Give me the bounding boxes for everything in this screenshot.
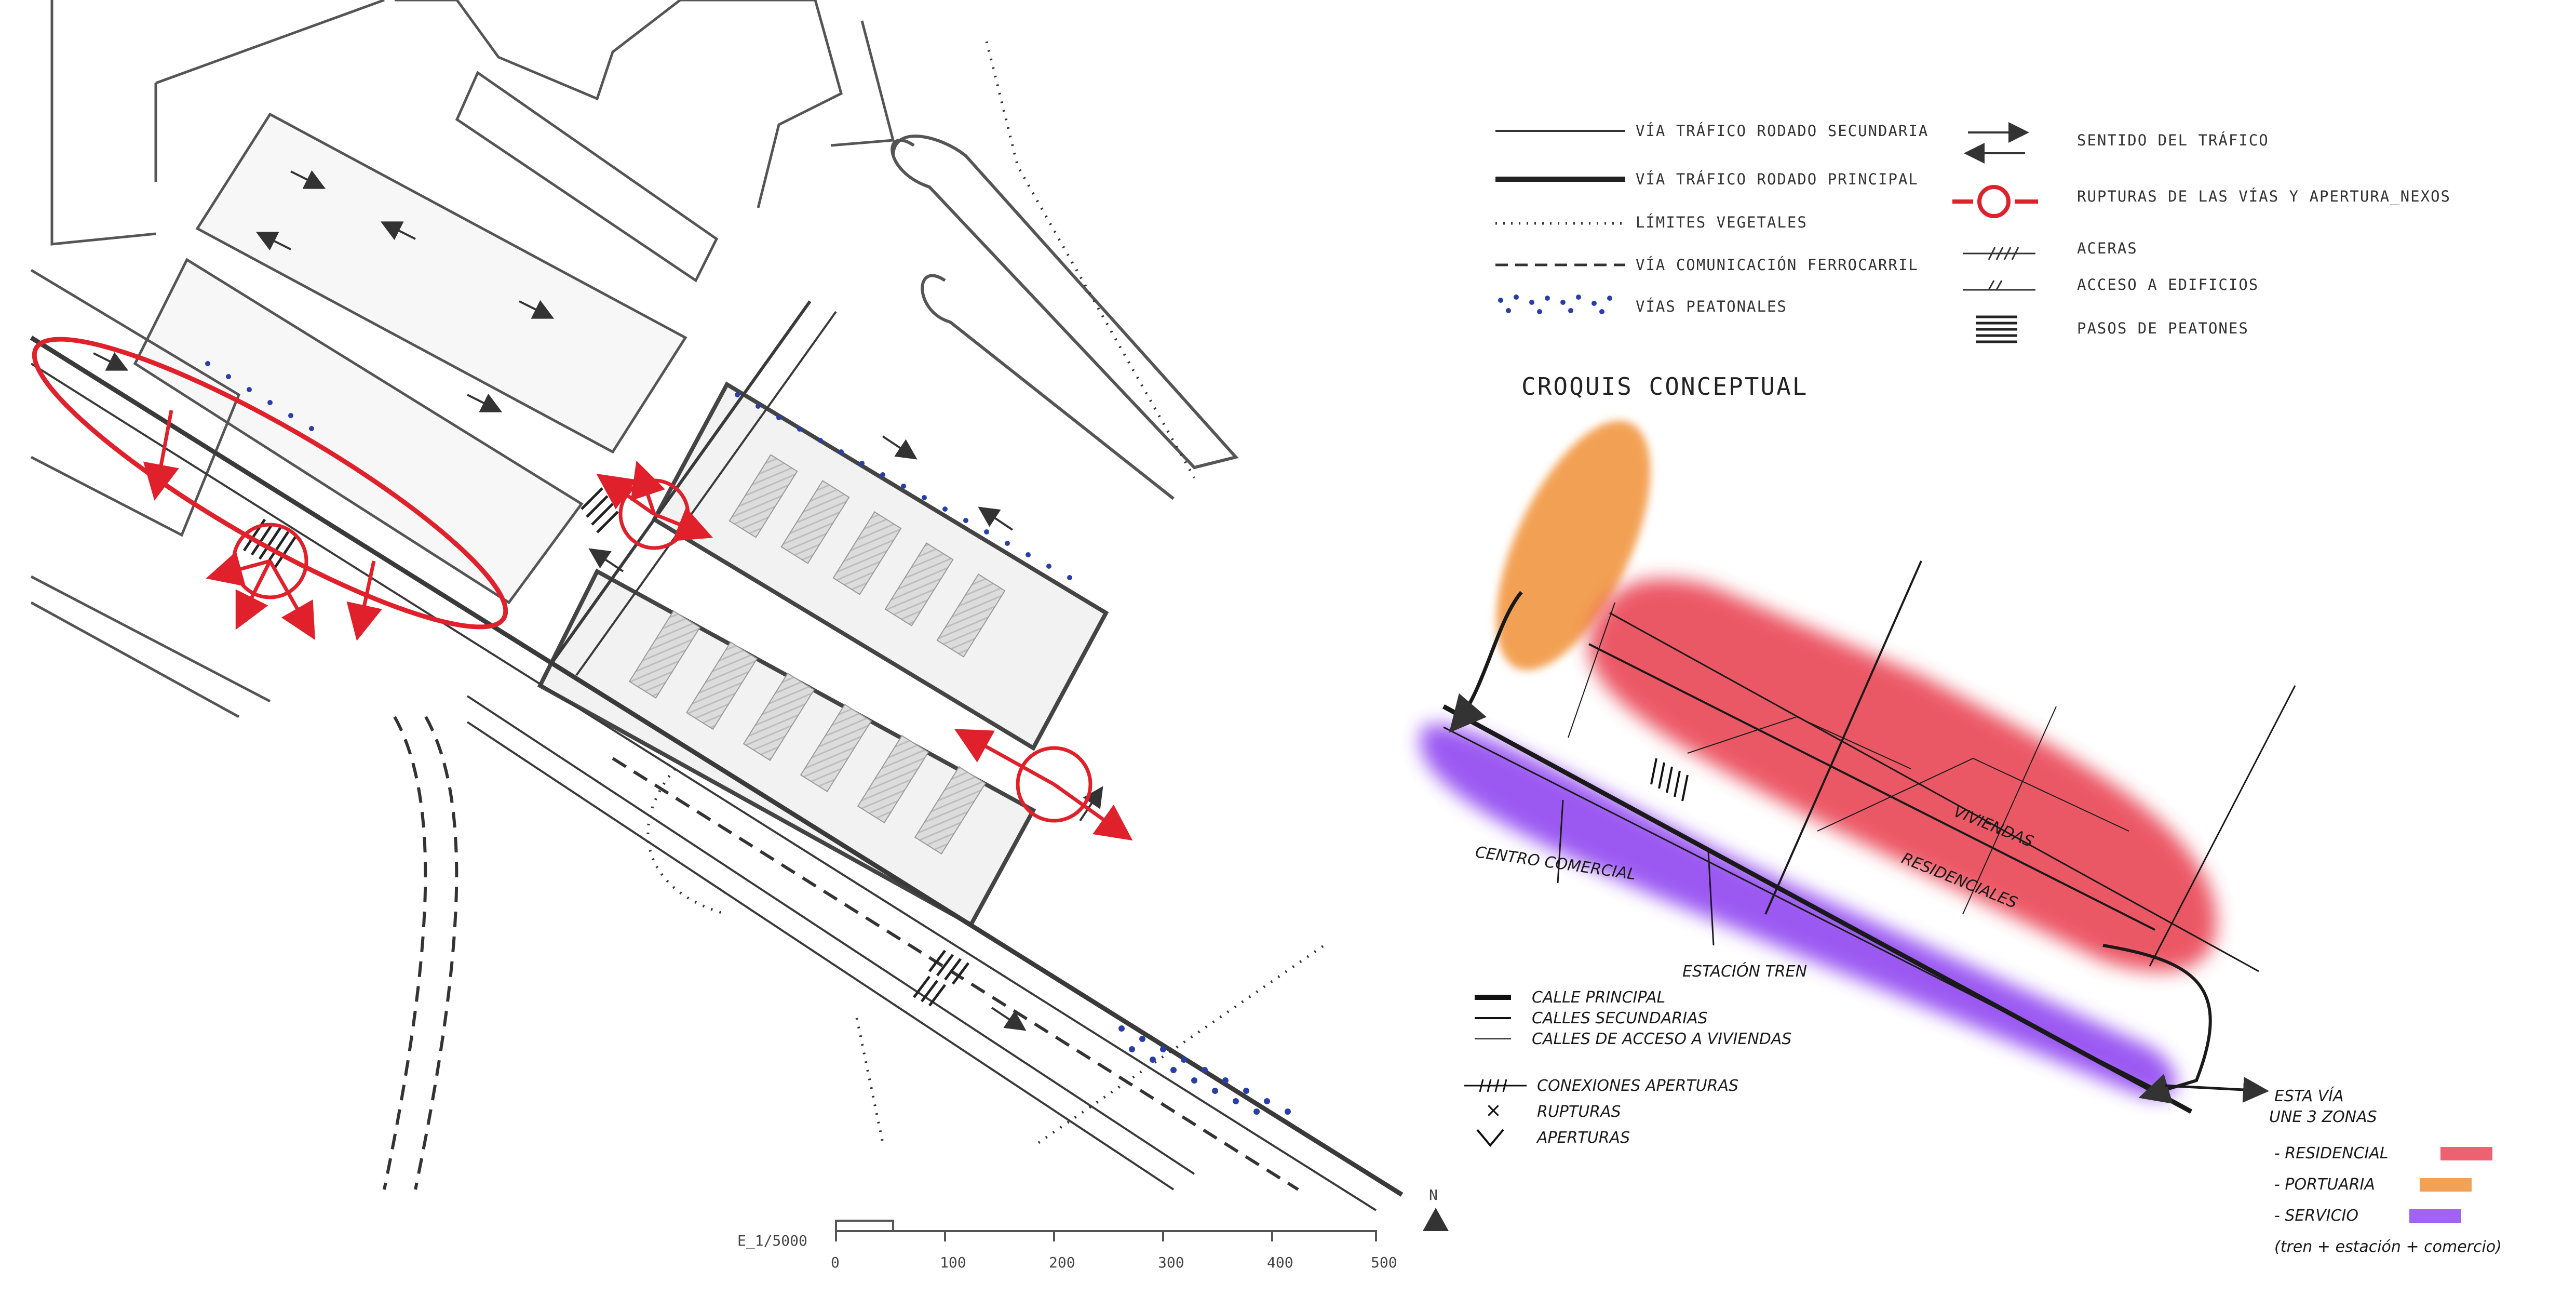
label-estacion-tren: ESTACIÓN TREN xyxy=(1682,961,1807,981)
scale-tick-label: 100 xyxy=(940,1254,966,1271)
curved-access-road-2 xyxy=(921,274,1175,500)
traffic-arrows xyxy=(93,170,1103,1031)
rupture-circle-3 xyxy=(1016,746,1093,823)
legend-item-label: VÍA COMUNICACIÓN FERROCARRIL xyxy=(1636,256,1919,274)
swatch-residencial xyxy=(2440,1147,2492,1160)
sketch-legend-label: RUPTURAS xyxy=(1537,1103,1621,1121)
sketch-legend-symbol xyxy=(1464,1079,1527,1092)
sketch-legend-label: CALLE PRINCIPAL xyxy=(1532,988,1665,1007)
check-mark-icon xyxy=(1476,1129,1504,1147)
zones-note: ESTA VÍA UNE 3 ZONAS - RESIDENCIAL - POR… xyxy=(2269,1087,2502,1256)
map-legend: VÍA TRÁFICO RODADO SECUNDARIA VÍA TRÁFIC… xyxy=(1495,122,2451,343)
scale-tick-label: 200 xyxy=(1049,1254,1075,1271)
swatch-servicio xyxy=(2409,1209,2461,1223)
legend-symbol-crosswalk xyxy=(1976,315,2017,343)
scale-label: E_1/5000 xyxy=(737,1232,807,1250)
rupture-markers xyxy=(32,337,1133,841)
main-roads xyxy=(30,300,1404,1211)
legend-item-label: RUPTURAS DE LAS VÍAS Y APERTURA_NEXOS xyxy=(2077,188,2451,206)
legend-item-label: PASOS DE PEATONES xyxy=(2077,319,2249,337)
scale-tick-label: 300 xyxy=(1158,1254,1184,1271)
scale-ticks: 0 100 200 300 400 500 xyxy=(831,1254,1397,1271)
curved-access-road xyxy=(891,135,1239,470)
sketch-connections xyxy=(1650,758,1689,801)
legend-symbol-blue-dots xyxy=(1498,295,1612,314)
legend-item-label: LÍMITES VEGETALES xyxy=(1636,213,1808,231)
scale-bar: E_1/5000 0 100 200 300 400 500 N xyxy=(737,1186,1449,1271)
legend-item-label: VÍA TRÁFICO RODADO PRINCIPAL xyxy=(1636,170,1919,188)
legend-item-label: ACERAS xyxy=(2077,239,2138,257)
scale-tick-label: 500 xyxy=(1371,1254,1397,1271)
zone-portuaria xyxy=(1496,420,1651,671)
note-zone-portuaria: - PORTUARIA xyxy=(2274,1175,2375,1194)
scale-tick-label: 0 xyxy=(831,1254,840,1271)
residential-blocks xyxy=(537,381,1109,928)
pedestrian-ways xyxy=(205,361,1291,1115)
sketch-legend-label: CALLES SECUNDARIAS xyxy=(1532,1009,1708,1027)
legend-item-label: VÍAS PEATONALES xyxy=(1636,298,1787,315)
swatch-portuaria xyxy=(2420,1178,2472,1192)
legend-right-labels: SENTIDO DEL TRÁFICO RUPTURAS DE LAS VÍAS… xyxy=(2077,131,2451,337)
railway-lines xyxy=(383,716,1299,1191)
legend-symbol-double-arrow xyxy=(1964,122,2029,164)
note-zone-servicio: - SERVICIO xyxy=(2274,1207,2358,1225)
scale-tick-label: 400 xyxy=(1267,1254,1293,1271)
north-label: N xyxy=(1429,1186,1438,1204)
sketch-lines xyxy=(1442,560,2296,1114)
highlighted-main-road xyxy=(32,337,508,630)
note-line1: ESTA VÍA xyxy=(2274,1087,2344,1105)
legend-item-label: ACCESO A EDIFICIOS xyxy=(2077,276,2259,293)
legend-item-label: VÍA TRÁFICO RODADO SECUNDARIA xyxy=(1636,122,1928,140)
north-arrow-icon xyxy=(1423,1208,1449,1231)
note-line2: UNE 3 ZONAS xyxy=(2269,1108,2377,1126)
legend-left-labels: VÍA TRÁFICO RODADO SECUNDARIA VÍA TRÁFIC… xyxy=(1636,122,1928,315)
site-plan xyxy=(30,0,1423,1211)
note-zone-residencial: - RESIDENCIAL xyxy=(2274,1144,2389,1163)
sketch-legend-label: APERTURAS xyxy=(1536,1129,1630,1147)
legend-symbol-ticked-line xyxy=(1963,280,2035,291)
croquis-title: CROQUIS CONCEPTUAL xyxy=(1521,372,1809,400)
zone-servicio xyxy=(1420,724,2177,1098)
vegetation-limits xyxy=(646,41,1325,1144)
legend-symbol-red-circle-arrows xyxy=(1952,185,2038,218)
legend-symbol-hatched-line xyxy=(1963,247,2035,260)
sketch-legend-label: CALLES DE ACCESO A VIVIENDAS xyxy=(1532,1030,1791,1048)
x-mark-icon: × xyxy=(1485,1099,1502,1121)
sketch-legend: × CALLE PRINCIPAL CALLES SECUNDARIAS CAL… xyxy=(1464,988,1791,1147)
concept-sketch: CROQUIS CONCEPTUAL xyxy=(1420,372,2502,1256)
sketch-legend-label: CONEXIONES APERTURAS xyxy=(1537,1077,1738,1095)
legend-item-label: SENTIDO DEL TRÁFICO xyxy=(2077,131,2269,149)
building-outlines xyxy=(30,0,895,718)
note-zone-servicio-detail: (tren + estación + comercio) xyxy=(2274,1238,2502,1256)
